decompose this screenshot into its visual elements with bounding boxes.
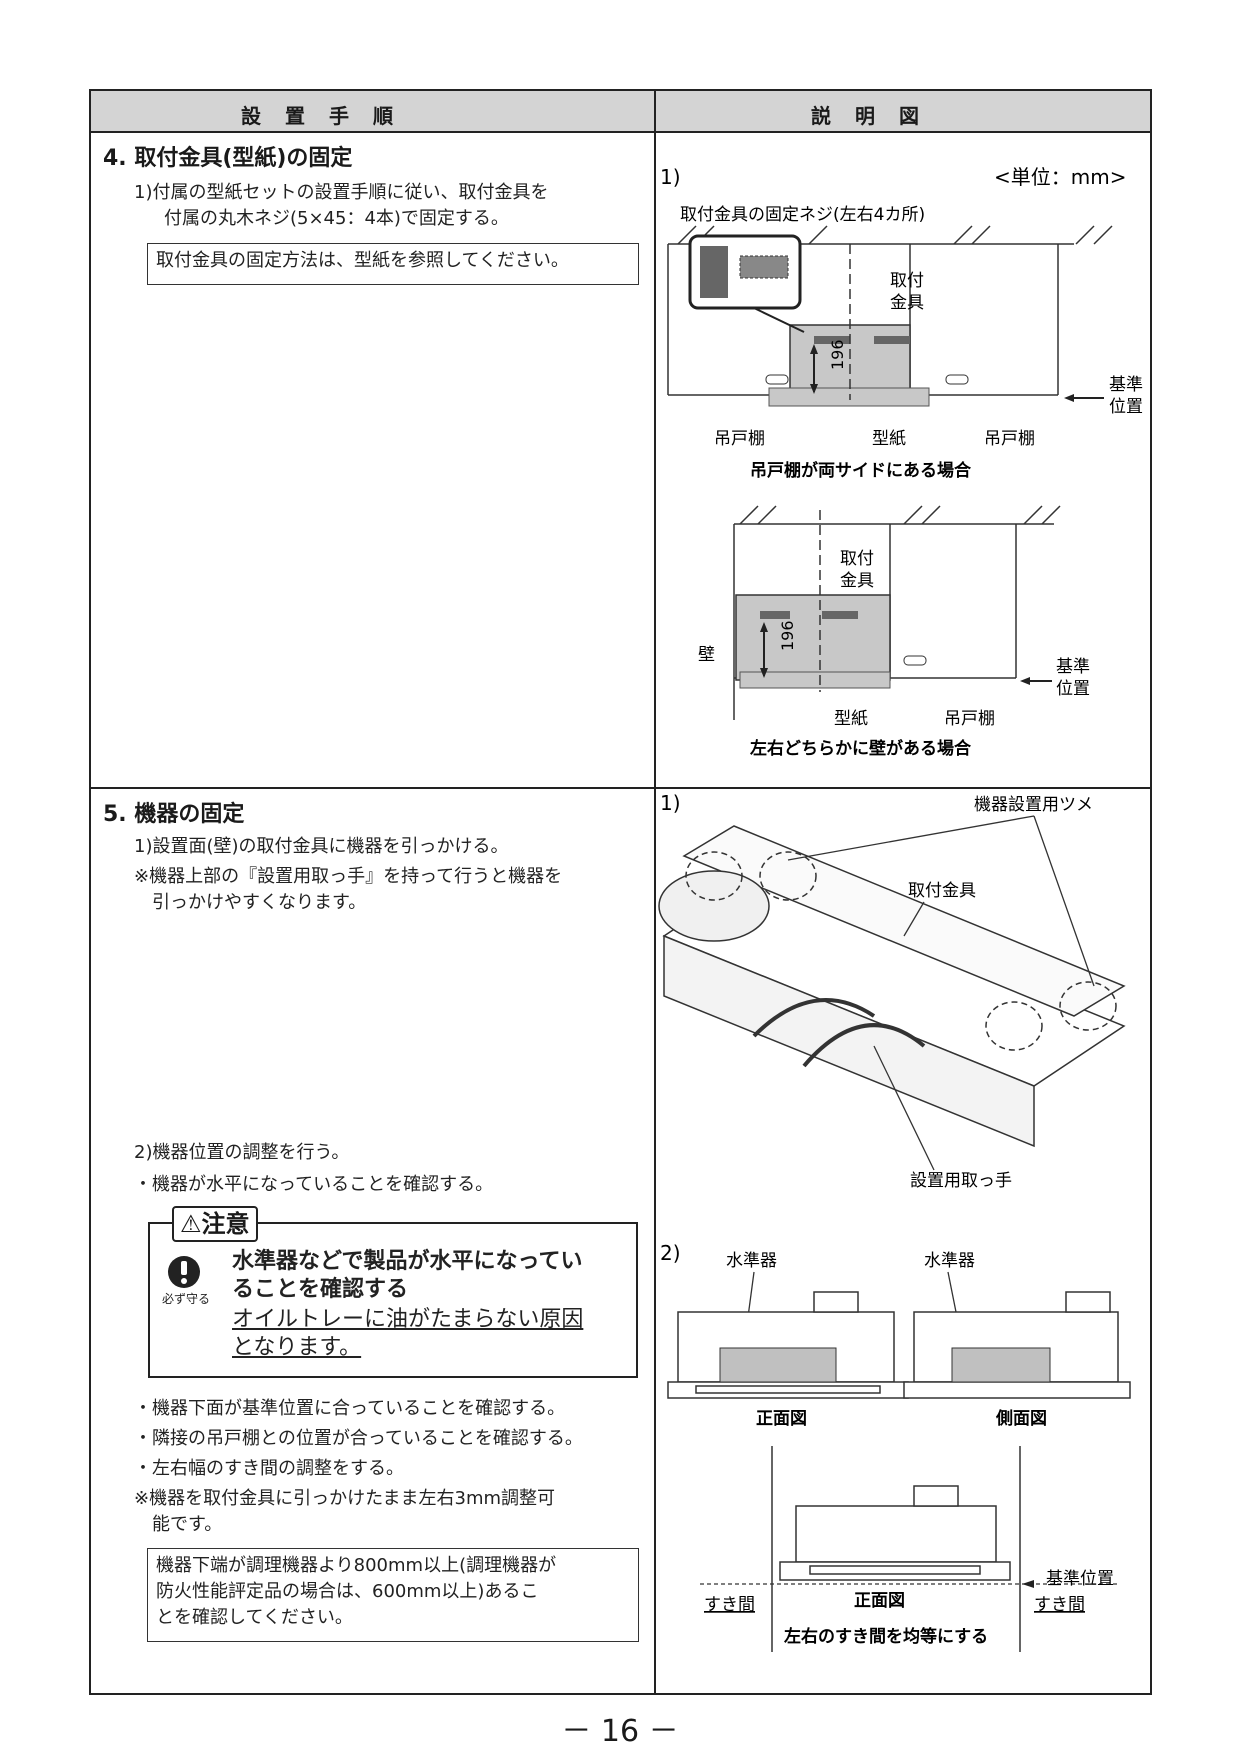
fig4-ref-label-1: 基準: [1109, 375, 1143, 395]
section5-bullet3: ・隣接の吊戸棚との位置が合っていることを確認する。: [134, 1428, 583, 1449]
fig5-gap-label-right: すき間: [1034, 1595, 1085, 1615]
section5-step2: 2)機器位置の調整を行う。: [134, 1142, 350, 1163]
fig4-template-label: 型紙: [872, 429, 906, 449]
device-illustration: [658, 825, 1126, 1148]
fig5-ref-label: 基準位置: [1046, 1569, 1114, 1589]
fig4-unit: <単位：mm>: [994, 165, 1126, 189]
header-left-title: 設 置 手 順: [241, 104, 395, 128]
section5-title: 5. 機器の固定: [103, 802, 245, 827]
fig5-bracket-label: 取付金具: [908, 881, 976, 901]
fig5-num2: 2): [660, 1241, 681, 1265]
fig5-gap-caption: 左右のすき間を均等にする: [784, 1626, 988, 1647]
fig4-caption-bottom: 左右どちらかに壁がある場合: [750, 738, 972, 759]
caution-under-line2: となります。: [232, 1335, 362, 1360]
caution-bold-line2: ることを確認する: [232, 1277, 409, 1302]
box-line2: 防火性能評定品の場合は、600mm以上)あるこ: [156, 1581, 539, 1602]
fig5-handle-label: 設置用取っ手: [910, 1171, 1012, 1191]
row-divider: [91, 787, 1150, 789]
fig5-level-label-side: 水準器: [924, 1251, 975, 1271]
section5-note2-line2: 能です。: [152, 1514, 223, 1535]
fig4-bracket-label-2: 金具: [890, 293, 924, 313]
caution-bold-line1: 水準器などで製品が水平になってい: [232, 1249, 583, 1274]
section5-bullet1: ・機器が水平になっていることを確認する。: [134, 1174, 494, 1195]
section5-bullet2: ・機器下面が基準位置に合っていることを確認する。: [134, 1398, 566, 1419]
fig4-screw-label: 取付金具の固定ネジ(左右4カ所): [680, 205, 925, 225]
fig5-level-label-front: 水準器: [726, 1251, 777, 1271]
section5-note2-line1: ※機器を取付金具に引っかけたまま左右3mm調整可: [134, 1488, 556, 1509]
instruction-table: 設 置 手 順 説 明 図: [89, 89, 1152, 1695]
column-divider: [654, 91, 656, 1693]
box-line3: とを確認してください。: [156, 1607, 353, 1628]
caution-sub: 必ず守る: [162, 1292, 211, 1306]
page-number: － 16 －: [561, 1714, 679, 1749]
template-bottom: [768, 387, 930, 407]
caution-title: ⚠注意: [172, 1206, 258, 1242]
fig4-wall-label: 壁: [698, 645, 715, 665]
fig4-num: 1): [660, 165, 681, 189]
fig4-ref-label-2b: 位置: [1056, 679, 1090, 699]
fig4-bracket-label-1b: 取付: [840, 549, 874, 569]
fig4-dim-bottom: 196: [778, 620, 797, 651]
fig5-front-view: 正面図: [756, 1409, 807, 1429]
bracket-left: [814, 336, 850, 344]
fig4-ref-label-1b: 基準: [1056, 657, 1090, 677]
fig4-template-label-b: 型紙: [834, 709, 868, 729]
caution-box: [148, 1222, 638, 1378]
exclamation-icon: [168, 1256, 200, 1288]
caution-under-line1: オイルトレーに油がたまらない原因: [232, 1307, 584, 1332]
fig4-bracket-label-1: 取付: [890, 271, 924, 291]
fig4-cabinet-label-b: 吊戸棚: [944, 709, 995, 729]
section5-step1-note-line2: 引っかけやすくなります。: [152, 892, 367, 913]
fig5-claw-label: 機器設置用ツメ: [974, 795, 1093, 815]
section4-title: 4. 取付金具(型紙)の固定: [103, 146, 353, 171]
fig4-cabinet-label-left: 吊戸棚: [714, 429, 765, 449]
figure-section5: 1) 機器設置用ツメ 取付金具 設置用取っ手 2) 水準器 正面図 水準器 側面…: [658, 791, 1131, 1652]
section5-step1-note-line1: ※機器上部の『設置用取っ手』を持って行うと機器を: [134, 866, 563, 887]
section5-bullet4: ・左右幅のすき間の調整をする。: [134, 1458, 404, 1479]
table-header: 設 置 手 順 説 明 図: [91, 91, 1150, 133]
section4-step1-line1: 1)付属の型紙セットの設置手順に従い、取付金具を: [134, 182, 549, 203]
section4-step1-line2: 付属の丸木ネジ(5×45：4本)で固定する。: [164, 208, 509, 229]
fig5-front-view-bottom: 正面図: [854, 1591, 905, 1611]
fig4-ref-label-2: 位置: [1109, 397, 1143, 417]
fig5-num1: 1): [660, 791, 681, 815]
figure-section4: 1) <単位：mm> 取付金具の固定ネジ(左右4カ所) 196 取付 金具 基準…: [660, 165, 1143, 759]
fig5-gap-label-left: すき間: [704, 1595, 755, 1615]
bracket-right: [874, 336, 910, 344]
fig4-bracket-label-2b: 金具: [840, 571, 874, 591]
section5-note-box: 機器下端が調理機器より800mm以上(調理機器が 防火性能評定品の場合は、600…: [147, 1548, 639, 1642]
section4-note-box: 取付金具の固定方法は、型紙を参照してください。: [147, 243, 639, 285]
fig4-cabinet-label-right: 吊戸棚: [984, 429, 1035, 449]
fig4-caption-top: 吊戸棚が両サイドにある場合: [750, 460, 972, 481]
section4-note: 取付金具の固定方法は、型紙を参照してください。: [156, 250, 569, 271]
section5-step1: 1)設置面(壁)の取付金具に機器を引っかける。: [134, 836, 509, 857]
header-right-title: 説 明 図: [811, 104, 921, 128]
fig5-side-view: 側面図: [995, 1408, 1047, 1429]
box-line1: 機器下端が調理機器より800mm以上(調理機器が: [156, 1555, 557, 1576]
fig4-dim-top: 196: [828, 339, 847, 370]
